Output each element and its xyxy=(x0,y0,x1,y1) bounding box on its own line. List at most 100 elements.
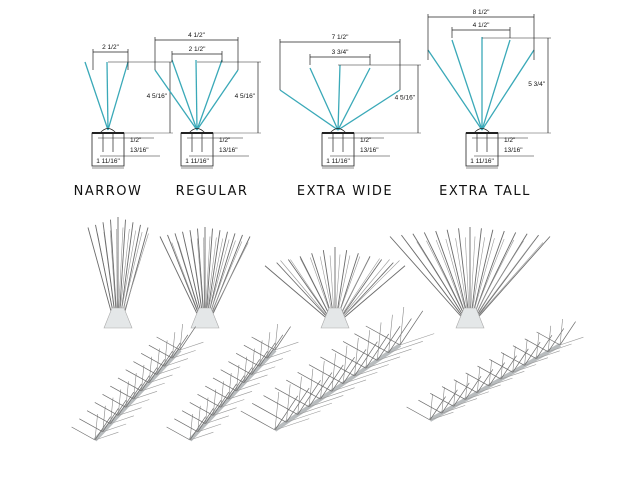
spike-line xyxy=(337,64,341,131)
photo-spike xyxy=(197,393,222,408)
photo-spike xyxy=(243,356,247,383)
photo-spike xyxy=(471,239,515,323)
photo-spike xyxy=(365,356,401,369)
photo-spike xyxy=(71,426,96,441)
photo-spike xyxy=(430,393,454,407)
photo-spike xyxy=(488,377,513,387)
spike-line xyxy=(309,67,339,131)
photo-spike xyxy=(320,387,355,400)
photo-spike xyxy=(338,265,406,323)
photo-spike xyxy=(297,376,302,415)
photo-spike xyxy=(220,369,245,384)
height-label: 4 5/16" xyxy=(147,93,168,100)
photo-spike xyxy=(86,410,111,424)
spike-line xyxy=(195,59,198,131)
photo-spike xyxy=(308,372,333,408)
photo-spike xyxy=(286,384,291,423)
photo-spike xyxy=(274,391,280,431)
photo-spike xyxy=(423,232,469,323)
photo-spike xyxy=(308,364,344,384)
base-dim-1-11-16: 1 11/16" xyxy=(96,158,120,165)
diagram-regular xyxy=(154,37,261,169)
photo-spike xyxy=(235,353,260,367)
photo-spike xyxy=(331,356,355,392)
photo-spike xyxy=(320,364,344,400)
photo-spike xyxy=(524,357,549,366)
photo-spike xyxy=(182,231,204,323)
photo-base xyxy=(455,307,485,329)
photo-spike xyxy=(399,310,424,346)
photo-spike xyxy=(133,391,158,400)
spike-line xyxy=(481,39,511,131)
photo-spike xyxy=(536,350,560,359)
photo-spike xyxy=(189,413,193,441)
spike-line xyxy=(337,89,401,131)
spike-line xyxy=(196,69,239,131)
photo-spike xyxy=(212,389,217,416)
photo-spike xyxy=(331,379,367,392)
photo-spike xyxy=(343,371,378,384)
photo-spike xyxy=(286,387,310,423)
photo-spike xyxy=(453,379,478,394)
base-dim-1-11-16: 1 11/16" xyxy=(185,158,209,165)
spike-line xyxy=(279,89,339,131)
photo-spike xyxy=(156,336,181,351)
photo-spike xyxy=(94,402,119,416)
width-outer-label: 7 1/2" xyxy=(332,34,349,41)
photo-spike xyxy=(266,332,271,359)
photo-spike xyxy=(133,373,137,400)
photo-spike xyxy=(133,361,157,375)
photo-spike xyxy=(264,265,332,323)
photo-spike xyxy=(197,405,201,432)
photo-spike xyxy=(179,326,196,351)
photo-spike xyxy=(399,306,405,346)
height-label: 5 3/4" xyxy=(528,81,545,88)
photo-spike xyxy=(179,341,204,351)
spike-line xyxy=(196,59,223,131)
photo-spike xyxy=(164,340,168,367)
photo-spike xyxy=(336,258,380,323)
photo-spike xyxy=(259,340,263,367)
photo-spike xyxy=(172,350,196,359)
photo-strip-3 xyxy=(406,318,584,422)
photo-spike xyxy=(308,368,314,407)
photo-spike xyxy=(274,323,278,351)
height-label: 4 5/16" xyxy=(235,93,256,100)
photo-spike xyxy=(512,364,537,373)
photo-spike xyxy=(365,330,371,369)
photo-strip-0 xyxy=(71,323,204,442)
photo-spike xyxy=(477,365,502,380)
photo-spike xyxy=(320,356,355,377)
photo-spike xyxy=(141,382,165,392)
photo-base xyxy=(320,307,350,329)
photo-spike xyxy=(228,373,232,400)
photo-spike xyxy=(228,361,252,375)
spike-line xyxy=(106,61,109,131)
width-outer-label: 8 1/2" xyxy=(473,9,490,16)
photo-spike xyxy=(354,364,389,377)
photo-spike xyxy=(473,234,539,323)
photo-spike xyxy=(559,318,563,346)
photo-spike xyxy=(125,381,129,408)
photo-spike xyxy=(207,241,243,323)
base-dim-half: 1/2" xyxy=(130,137,142,144)
photo-spike xyxy=(376,322,382,361)
width-outer-label: 2 1/2" xyxy=(102,44,119,51)
photo-spike xyxy=(164,358,189,367)
spike-line xyxy=(154,69,198,131)
photo-spike xyxy=(365,325,401,346)
photo-spike xyxy=(110,219,118,323)
photo-spike xyxy=(251,366,276,375)
photo-spike xyxy=(167,234,203,323)
photo-spike xyxy=(174,233,203,323)
photo-spike xyxy=(251,336,276,351)
photo-spike xyxy=(406,406,431,421)
photo-spike xyxy=(110,385,134,400)
photo-spike xyxy=(267,350,291,359)
photo-spike xyxy=(166,426,191,441)
photo-spike xyxy=(465,372,490,387)
photo-base xyxy=(103,307,133,329)
photo-base xyxy=(190,307,220,329)
diagram-narrow xyxy=(84,49,173,169)
spike-line xyxy=(171,59,198,131)
